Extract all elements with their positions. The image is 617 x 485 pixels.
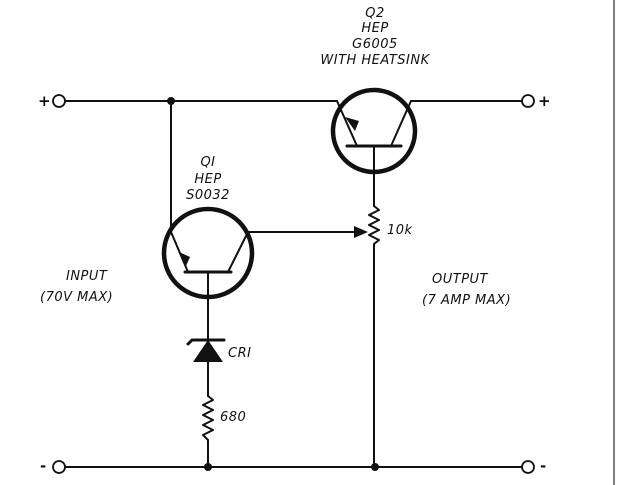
- q1-transistor-symbol: [161, 100, 368, 300]
- input-negative-terminal: -: [40, 457, 66, 475]
- output-positive-terminal: +: [521, 92, 551, 110]
- pot-label: 10k: [387, 223, 413, 238]
- q1-label-line1: QI: [200, 155, 215, 170]
- output-label-line2: (7 AMP MAX): [422, 293, 511, 308]
- pot-10k-symbol: [368, 205, 380, 468]
- input-positive-sign: +: [38, 92, 51, 110]
- output-label-line1: OUTPUT: [432, 272, 489, 287]
- output-negative-sign: -: [540, 457, 546, 475]
- zener-label: CRI: [228, 346, 251, 361]
- q1-label-line2: HEP: [194, 172, 221, 187]
- input-label-line1: INPUT: [66, 269, 108, 284]
- q2-label: Q2 HEP G6005 WITH HEATSINK: [320, 6, 430, 68]
- top-rail: [64, 97, 523, 105]
- output-label: OUTPUT (7 AMP MAX): [422, 272, 511, 308]
- q2-transistor-symbol: [330, 87, 418, 175]
- output-negative-terminal: -: [521, 457, 546, 475]
- q1-label-line3: S0032: [186, 188, 230, 203]
- q2-label-line2: HEP: [361, 21, 388, 36]
- input-positive-terminal: +: [38, 92, 66, 110]
- input-label-line2: (70V MAX): [40, 290, 113, 305]
- input-negative-sign: -: [40, 457, 46, 475]
- output-positive-sign: +: [538, 92, 551, 110]
- q1-label: QI HEP S0032: [186, 155, 230, 203]
- resistor-label: 680: [220, 410, 246, 425]
- q2-label-line1: Q2: [365, 6, 385, 21]
- input-label: INPUT (70V MAX): [40, 269, 113, 305]
- zener-cr1-symbol: [186, 296, 226, 397]
- q2-label-line4: WITH HEATSINK: [320, 53, 430, 68]
- bottom-rail: [64, 463, 523, 471]
- resistor-680-symbol: [202, 395, 214, 468]
- q2-label-line3: G6005: [352, 37, 398, 52]
